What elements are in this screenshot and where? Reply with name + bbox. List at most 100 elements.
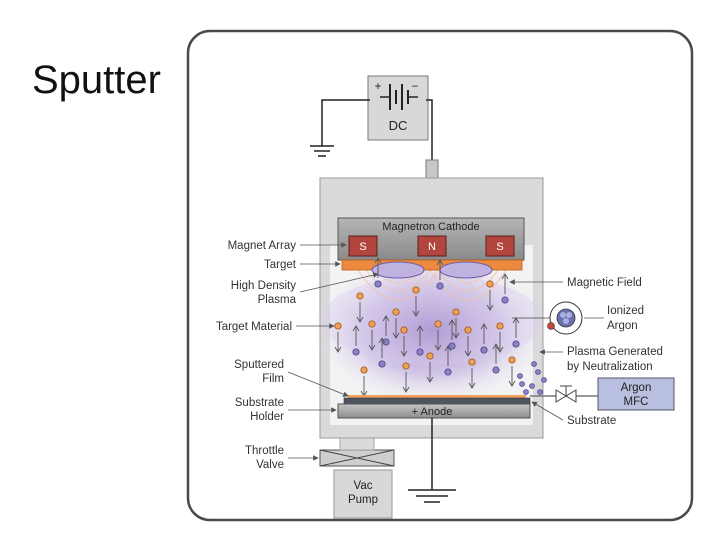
- left-labels: Magnet Array Target High Density Plasma …: [216, 240, 379, 471]
- argon-mfc-line2: MFC: [624, 396, 649, 408]
- particle-trajectory-head: [444, 345, 452, 352]
- cathode-wire: [426, 99, 433, 160]
- label-target-material: Target Material: [216, 321, 292, 333]
- particle-trajectory-head: [452, 332, 460, 339]
- particle-trajectory-head: [492, 343, 500, 350]
- particle-trajectory-head: [382, 315, 390, 322]
- slide-title: Sputter: [32, 58, 161, 102]
- argon-ion: [436, 282, 444, 290]
- dc-plus-sign: +: [375, 81, 382, 93]
- argon-mfc-line1: Argon: [621, 382, 652, 394]
- particle-trajectory-head: [448, 319, 456, 326]
- sputtered-atom: [508, 356, 516, 364]
- label-by-neutralization: by Neutralization: [567, 361, 653, 373]
- argon-gas-particles: [517, 361, 547, 395]
- argon-ion: [480, 346, 488, 354]
- label-film: Film: [262, 373, 284, 385]
- pump-neck: [339, 437, 375, 451]
- label-valve: Valve: [256, 459, 284, 471]
- anode-label: + Anode: [412, 406, 453, 418]
- particle-trajectory-head: [352, 325, 360, 332]
- throttle-valve: [319, 449, 395, 467]
- sputtered-atom: [334, 322, 342, 330]
- label-substrate-holder-1: Substrate: [235, 397, 284, 409]
- label-substrate: Substrate: [567, 415, 616, 427]
- label-plasma: Plasma: [258, 294, 297, 306]
- argon-ion: [374, 280, 382, 288]
- magnet-array: S N S: [348, 235, 515, 257]
- particle-trajectory-head: [356, 316, 364, 323]
- particle-trajectory-head: [392, 332, 400, 339]
- sputtered-atom: [402, 362, 410, 370]
- plasma-cloud: [314, 255, 550, 405]
- dc-ground-wire: [321, 99, 370, 146]
- magnet-n: N: [428, 241, 436, 253]
- argon-ion: [448, 342, 456, 350]
- magnet-s-left: S: [359, 241, 366, 253]
- particle-trajectory-head: [501, 273, 509, 280]
- ground-symbol-top: [310, 145, 334, 157]
- particle-trajectory-head: [412, 310, 420, 317]
- sputtered-atom: [400, 326, 408, 334]
- dc-power-supply: + − DC: [367, 75, 429, 141]
- ground-symbol-bottom: [408, 489, 456, 503]
- particle-trajectory-head: [434, 344, 442, 351]
- label-argon: Argon: [607, 320, 638, 332]
- label-target: Target: [264, 259, 297, 271]
- target-plate: [341, 259, 523, 271]
- argon-ion: [501, 296, 509, 304]
- label-magnetic-field: Magnetic Field: [567, 277, 642, 289]
- sputtered-atom: [392, 308, 400, 316]
- sputtered-atom: [452, 308, 460, 316]
- magnet-s-right: S: [496, 241, 503, 253]
- argon-ion: [512, 340, 520, 348]
- plasma-cloud-halo: [322, 275, 542, 365]
- ionized-argon-atom: [547, 308, 576, 330]
- sputtered-atom: [368, 320, 376, 328]
- particle-trajectory-head: [486, 304, 494, 311]
- sputtered-atom: [496, 322, 504, 330]
- argon-ion: [352, 348, 360, 356]
- vac-pump-line2: Pump: [348, 494, 378, 506]
- particle-trajectory-head: [480, 323, 488, 330]
- label-plasma-generated: Plasma Generated: [567, 346, 663, 358]
- argon-ion: [382, 338, 390, 346]
- sputtered-atom: [468, 358, 476, 366]
- label-sputtered: Sputtered: [234, 359, 284, 371]
- particle-trajectory-head: [402, 386, 410, 393]
- argon-ion: [444, 368, 452, 376]
- sputtered-atom: [360, 366, 368, 374]
- particle-trajectory-head: [378, 337, 386, 344]
- argon-ion: [416, 348, 424, 356]
- argon-gas-line: [530, 385, 600, 403]
- particle-trajectory-head: [464, 350, 472, 357]
- label-ionized: Ionized: [607, 305, 644, 317]
- argon-ion: [492, 366, 500, 374]
- particle-trajectory-head: [426, 376, 434, 383]
- dc-minus-sign: −: [412, 81, 419, 93]
- sputtered-atom: [434, 320, 442, 328]
- label-high-density: High Density: [231, 280, 296, 292]
- particle-trajectory-head: [416, 325, 424, 332]
- particle-trajectory-head: [496, 346, 504, 353]
- plasma-particles: [334, 257, 520, 397]
- sputtered-atom: [426, 352, 434, 360]
- sputtered-atom: [486, 280, 494, 288]
- label-magnet-array: Magnet Array: [228, 240, 297, 252]
- magnetron-cathode-label: Magnetron Cathode: [382, 221, 479, 233]
- dc-label: DC: [389, 118, 408, 133]
- dense-plasma-left: [371, 261, 425, 279]
- particle-trajectory-head: [368, 344, 376, 351]
- substrate-holder-anode: [337, 403, 531, 419]
- sputtered-atom: [356, 292, 364, 300]
- particle-trajectory-head: [436, 259, 444, 266]
- sputtered-atom: [464, 326, 472, 334]
- dense-plasma-right: [439, 261, 493, 279]
- sputtered-film: [348, 395, 526, 398]
- particle-trajectory-head: [374, 257, 382, 264]
- vac-pump: [333, 469, 393, 519]
- particle-trajectory-head: [468, 382, 476, 389]
- label-substrate-holder-2: Holder: [250, 411, 284, 423]
- argon-mfc: [597, 377, 675, 411]
